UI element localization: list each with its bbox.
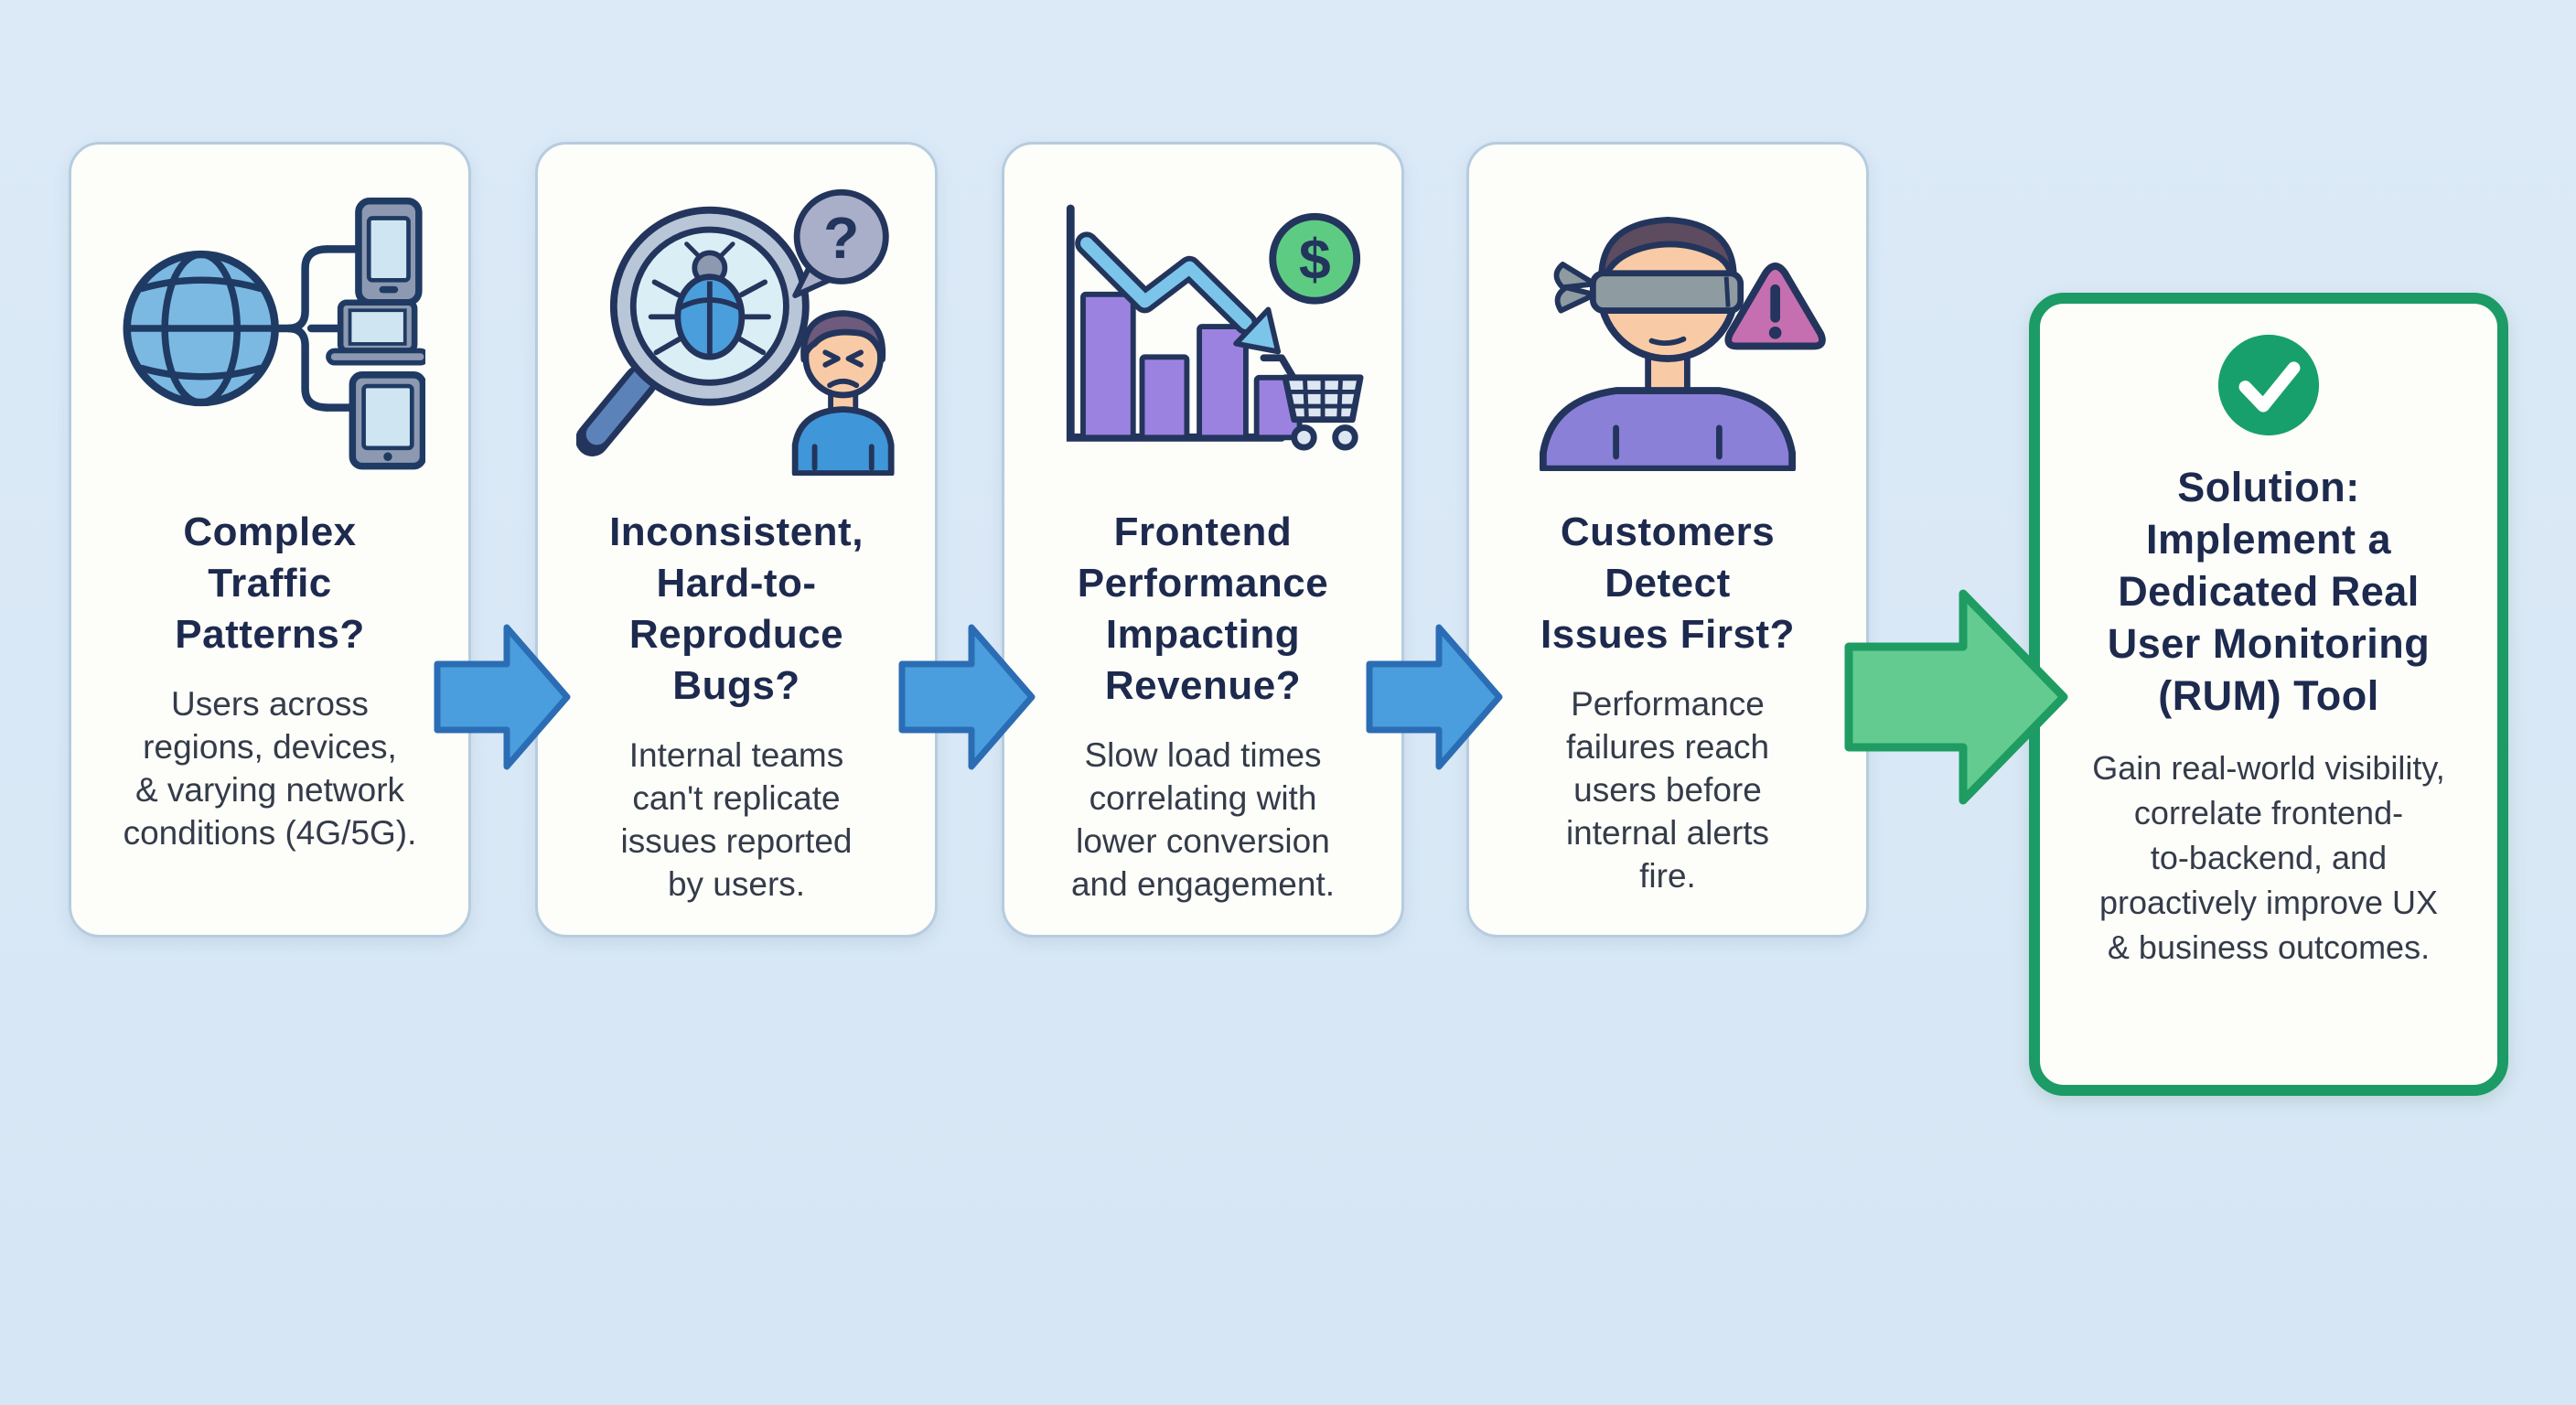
- flow-arrow-icon: [898, 624, 1036, 770]
- card-body: Internal teams can't replicate issues re…: [620, 736, 853, 903]
- bug: [648, 241, 771, 360]
- card-title: Complex Traffic Patterns?: [175, 509, 365, 657]
- declining-chart-icon-svg: $: [1066, 204, 1364, 451]
- shopping-cart: [1260, 354, 1364, 451]
- problem-card-traffic: Complex Traffic Patterns? Users across r…: [69, 142, 471, 938]
- card-body: Slow load times correlating with lower c…: [1070, 736, 1335, 903]
- card-body: Performance failures reach users before …: [1565, 685, 1770, 895]
- dollar-coin: $: [1269, 212, 1361, 305]
- globe-devices-icon: [114, 177, 425, 479]
- card-title: Customers Detect Issues First?: [1540, 509, 1795, 657]
- problem-card-bugs: ? Inconsistent, Hard-to- Reproduce Bugs?…: [535, 142, 938, 938]
- shirt: [1540, 387, 1796, 471]
- declining-chart-revenue-cart-icon: $: [1042, 177, 1364, 479]
- tablet: [349, 371, 425, 470]
- question-bubble: ?: [792, 188, 889, 298]
- svg-text:?: ?: [823, 205, 859, 271]
- check-circle-icon: [2215, 331, 2323, 439]
- problem-card-revenue: $ Frontend Performance Impacting Revenue…: [1002, 142, 1404, 938]
- solution-card: Solution: Implement a Dedicated Real Use…: [2029, 293, 2508, 1096]
- bug-magnifier-question-icon: ?: [576, 177, 896, 479]
- blindfolded-user-alert-icon: [1508, 177, 1828, 479]
- brace: [287, 245, 332, 412]
- warning-triangle: [1724, 263, 1826, 350]
- problem-card-customers: Customers Detect Issues First? Performan…: [1466, 142, 1869, 938]
- card-body: Users across regions, devices, & varying…: [123, 685, 417, 852]
- chart-bars: [1080, 291, 1303, 441]
- solution-arrow-icon: [1844, 589, 2068, 805]
- blindfolded-user-icon-svg: [1540, 216, 1826, 471]
- solution-body: Gain real-world visibility, correlate fr…: [2092, 749, 2445, 966]
- bug-magnifier-icon-svg: ?: [576, 188, 895, 476]
- smartphone: [355, 197, 423, 306]
- svg-text:$: $: [1299, 228, 1331, 292]
- globe-devices-icon-svg: [123, 197, 425, 470]
- flow-arrow-icon: [1366, 624, 1503, 770]
- card-title: Frontend Performance Impacting Revenue?: [1077, 509, 1329, 708]
- flow-arrow-icon: [434, 624, 571, 770]
- laptop: [326, 299, 425, 366]
- check-circle-icon-svg: [2217, 334, 2320, 436]
- downward-trend-arrow: [1075, 231, 1282, 355]
- angry-user: [791, 310, 895, 476]
- solution-title: Solution: Implement a Dedicated Real Use…: [2107, 464, 2431, 719]
- mouth: [1648, 336, 1687, 346]
- blindfold: [1553, 262, 1744, 314]
- card-title: Inconsistent, Hard-to- Reproduce Bugs?: [609, 509, 864, 708]
